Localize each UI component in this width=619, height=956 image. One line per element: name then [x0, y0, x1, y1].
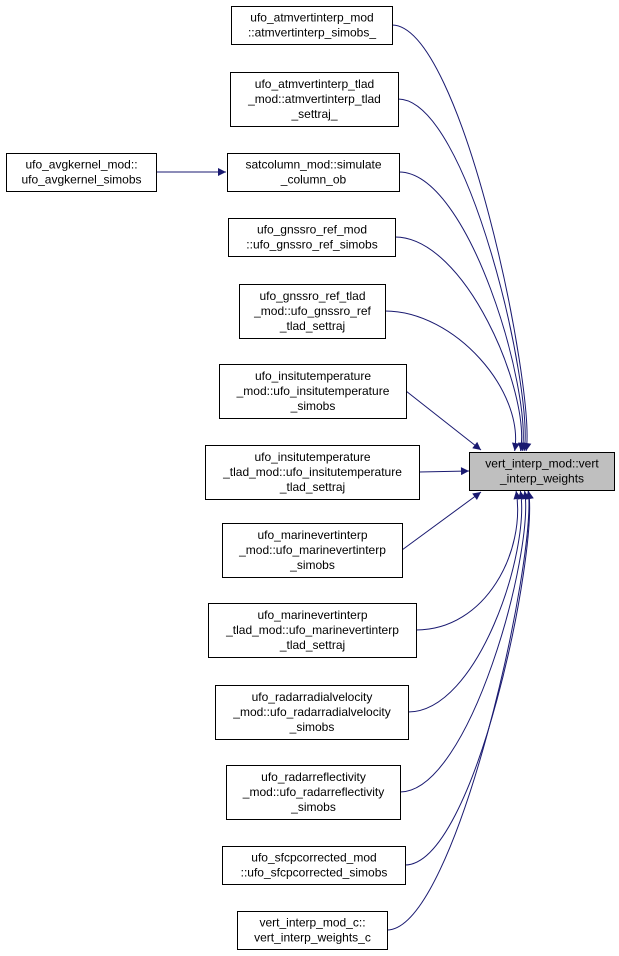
node-target[interactable]: vert_interp_mod::vert_interp_weights — [469, 452, 615, 491]
node-label-line: ufo_insitutemperature — [254, 450, 370, 464]
node-insitutemperature[interactable]: ufo_insitutemperature_mod::ufo_insitutem… — [219, 364, 407, 419]
node-box — [222, 523, 403, 578]
node-label-line: ::ufo_gnssro_ref_simobs — [246, 238, 377, 252]
node-label-line: _tlad_settraj — [279, 480, 345, 494]
edge-marinevertinterp-tlad — [415, 490, 522, 631]
node-label-line: ufo_atmvertinterp_mod — [250, 11, 373, 25]
node-label-line: vert_interp_weights_c — [254, 931, 371, 945]
node-box — [230, 72, 399, 127]
node-label-line: ufo_atmvertinterp_tlad — [255, 77, 374, 91]
node-label-line: vert_interp_mod_c:: — [259, 916, 365, 930]
node-label-line: _tlad_settraj — [279, 319, 345, 333]
node-label-line: ufo_insitutemperature — [255, 369, 371, 383]
node-label-line: ufo_avgkernel_simobs — [21, 173, 141, 187]
node-label-line: ::ufo_sfcpcorrected_simobs — [241, 866, 388, 880]
node-marinevertinterp-tlad[interactable]: ufo_marinevertinterp_tlad_mod::ufo_marin… — [208, 603, 417, 658]
node-vert-interp-c[interactable]: vert_interp_mod_c::vert_interp_weights_c — [237, 911, 388, 950]
node-box — [219, 364, 407, 419]
node-box — [208, 603, 417, 658]
node-satcolumn[interactable]: satcolumn_mod::simulate_column_ob — [227, 153, 400, 192]
node-label-line: ufo_gnssro_ref_mod — [257, 223, 367, 237]
edge-atmvertinterp-tlad — [397, 98, 530, 452]
node-box — [228, 218, 396, 257]
node-label-line: _mod::ufo_marinevertinterp — [238, 543, 386, 557]
node-box — [469, 452, 615, 491]
node-radarradialvelocity[interactable]: ufo_radarradialvelocity_mod::ufo_radarra… — [215, 685, 409, 740]
node-label-line: _mod::ufo_radarreflectivity — [242, 785, 384, 799]
node-label-line: _settraj_ — [290, 107, 337, 121]
node-label-line: ufo_sfcpcorrected_mod — [251, 851, 376, 865]
edge-gnssro-ref-tlad — [384, 310, 520, 452]
node-box — [237, 911, 388, 950]
node-label-line: _tlad_settraj — [279, 638, 345, 652]
edge-radarreflectivity — [399, 490, 530, 793]
node-label-line: ufo_radarreflectivity — [261, 770, 366, 784]
node-label-line: _simobs — [290, 399, 336, 413]
node-label-line: vert_interp_mod::vert — [485, 457, 599, 471]
node-insitutemperature-tlad[interactable]: ufo_insitutemperature_tlad_mod::ufo_insi… — [205, 445, 420, 500]
node-label-line: _mod::ufo_gnssro_ref — [253, 304, 371, 318]
node-label-line: _mod::ufo_radarradialvelocity — [232, 705, 390, 719]
node-label-line: ::atmvertinterp_simobs_ — [248, 26, 376, 40]
node-box — [215, 685, 409, 740]
edge-atmvertinterp — [391, 24, 532, 452]
node-box — [226, 765, 401, 820]
node-marinevertinterp[interactable]: ufo_marinevertinterp_mod::ufo_marinevert… — [222, 523, 403, 578]
node-gnssro-ref-tlad[interactable]: ufo_gnssro_ref_tlad_mod::ufo_gnssro_ref_… — [239, 284, 386, 339]
edge-radarradialvelocity — [407, 490, 526, 713]
edge-sfcpcorrected — [404, 490, 534, 866]
node-label-line: ufo_avgkernel_mod:: — [25, 158, 137, 172]
edge-marinevertinterp — [401, 491, 482, 551]
node-label-line: _interp_weights — [499, 472, 584, 486]
node-box — [205, 445, 420, 500]
node-atmvertinterp[interactable]: ufo_atmvertinterp_mod::atmvertinterp_sim… — [231, 6, 393, 45]
edge-insitutemperature-tlad — [418, 467, 470, 476]
node-sfcpcorrected[interactable]: ufo_sfcpcorrected_mod::ufo_sfcpcorrected… — [222, 846, 406, 885]
node-label-line: _simobs — [290, 800, 336, 814]
node-gnssro-ref[interactable]: ufo_gnssro_ref_mod::ufo_gnssro_ref_simob… — [228, 218, 396, 257]
edge-gnssro-ref — [394, 236, 526, 452]
node-radarreflectivity[interactable]: ufo_radarreflectivity_mod::ufo_radarrefl… — [226, 765, 401, 820]
edge-satcolumn — [398, 171, 528, 452]
node-avgkernel[interactable]: ufo_avgkernel_mod::ufo_avgkernel_simobs — [6, 153, 157, 192]
node-box — [239, 284, 386, 339]
node-label-line: _simobs — [289, 558, 335, 572]
node-label-line: _mod::atmvertinterp_tlad — [247, 92, 381, 106]
node-atmvertinterp-tlad[interactable]: ufo_atmvertinterp_tlad_mod::atmvertinter… — [230, 72, 399, 127]
node-label-line: ufo_radarradialvelocity — [252, 690, 373, 704]
node-box — [222, 846, 406, 885]
node-label-line: ufo_marinevertinterp — [257, 528, 367, 542]
node-box — [6, 153, 157, 192]
edge-vert-interp-c — [386, 490, 534, 931]
edge-insitutemperature — [405, 390, 482, 451]
node-label-line: _mod::ufo_insitutemperature — [236, 384, 390, 398]
node-label-line: satcolumn_mod::simulate — [245, 158, 381, 172]
node-label-line: _tlad_mod::ufo_marinevertinterp — [225, 623, 399, 637]
node-box — [231, 6, 393, 45]
node-label-line: _simobs — [289, 720, 335, 734]
node-label-line: _tlad_mod::ufo_insitutemperature — [222, 465, 402, 479]
node-label-line: _column_ob — [280, 173, 347, 187]
node-label-line: ufo_gnssro_ref_tlad — [259, 289, 365, 303]
node-label-line: ufo_marinevertinterp — [257, 608, 367, 622]
node-box — [227, 153, 400, 192]
